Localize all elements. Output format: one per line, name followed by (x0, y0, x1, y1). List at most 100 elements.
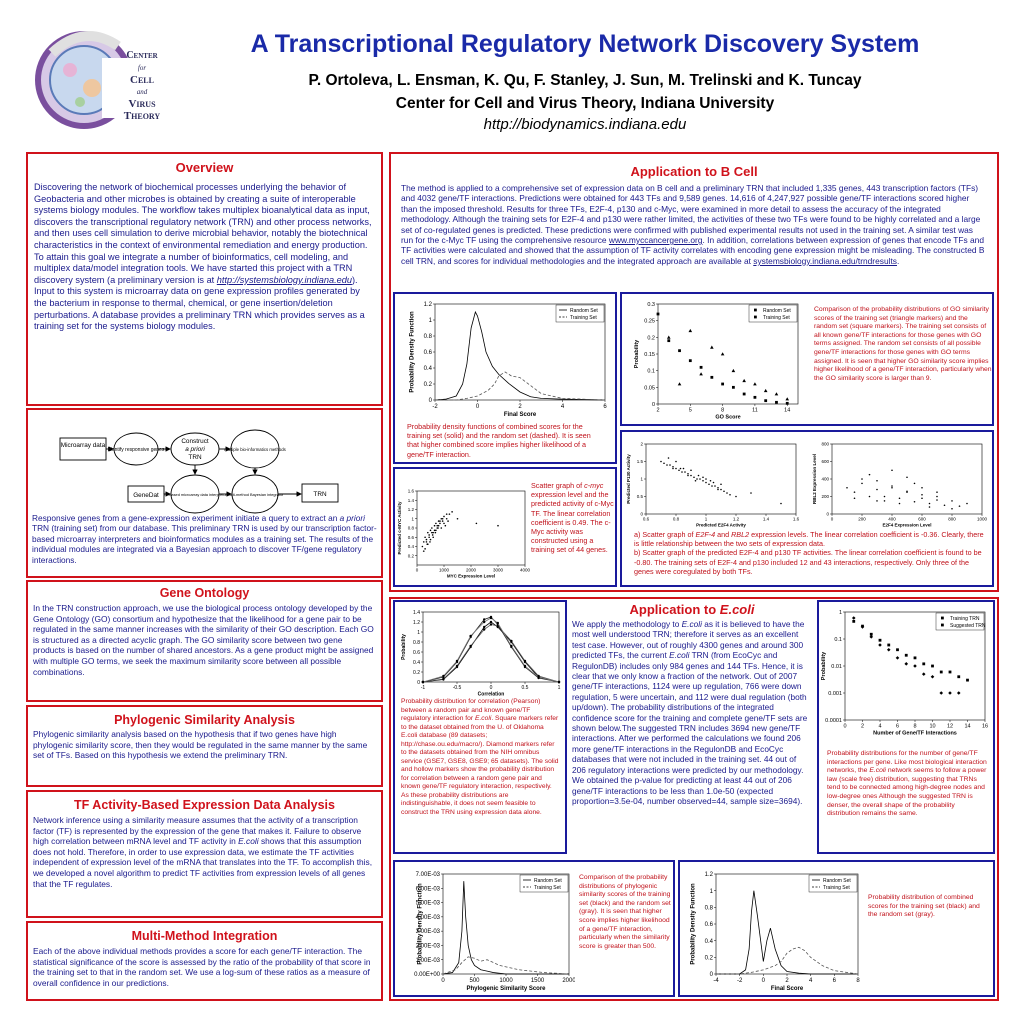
data-point (483, 620, 486, 624)
data-point (697, 474, 700, 477)
y-tick-label: 6.00E-03 (416, 886, 441, 892)
data-point (682, 467, 685, 470)
legend-label: Random Set (763, 308, 791, 314)
data-point (496, 621, 499, 625)
y-tick-label: 0.5 (637, 494, 644, 499)
data-point (679, 467, 682, 470)
x-tick-label: 800 (948, 517, 956, 522)
data-point (861, 624, 864, 628)
data-point (437, 524, 440, 527)
data-point (936, 495, 938, 498)
overview-body: Discovering the network of biochemical p… (34, 182, 375, 333)
data-point (672, 467, 674, 470)
data-point (675, 460, 677, 463)
data-point (421, 680, 425, 684)
data-point (921, 672, 926, 676)
x-tick-label: 12 (947, 724, 953, 730)
y-axis-label: Probability (634, 339, 640, 368)
y-tick-label: 0.8 (705, 905, 714, 911)
gene-ontology-panel: Gene Ontology In the TRN construction ap… (26, 580, 383, 702)
series-line (442, 881, 569, 975)
x-tick-label: 16 (982, 724, 988, 730)
tf-activity-em: E.coli (238, 836, 259, 847)
x-tick-label: 0.8 (673, 517, 680, 522)
data-point (868, 473, 871, 476)
project-url[interactable]: http://biodynamics.indiana.edu (483, 116, 687, 133)
x-axis-label: MYC Expression Level (447, 573, 495, 578)
workflow-caption: Responsive genes from a gene-expression … (32, 513, 378, 573)
e2f-a-5: expression levels. The linear correlatio… (634, 530, 984, 549)
gene-ontology-heading: Gene Ontology (159, 586, 250, 600)
data-point (523, 659, 527, 663)
data-point (869, 635, 874, 639)
node-tfbased-label: TF-based microarray data interpretor (163, 492, 227, 497)
affiliation: Center for Cell and Virus Theory, Indian… (395, 95, 775, 112)
y-axis-label: Predicted c-MYC Activity (397, 501, 402, 555)
data-point (557, 680, 561, 684)
gene-ontology-body: In the TRN construction approach, we use… (33, 603, 374, 677)
data-point (951, 507, 953, 510)
tf-activity-body: Network inference using a similarity mea… (33, 815, 376, 889)
y-tick-label: 0.0001 (825, 718, 842, 724)
x-tick-label: 4000 (520, 568, 531, 573)
legend-label: Random Set (534, 878, 562, 884)
data-point (489, 620, 493, 624)
ecoli-corr-caption-em: E.coli (474, 715, 492, 722)
data-point (774, 392, 779, 396)
y-axis-label: Probability (821, 651, 827, 680)
y-tick-label: 1.5 (637, 459, 644, 464)
phylogenic-body: Phylogenic similarity analysis based on … (33, 729, 368, 761)
y-tick-label: 0.2 (413, 670, 420, 676)
data-point (726, 492, 728, 494)
data-point (958, 505, 961, 507)
x-tick-label: 0 (843, 724, 846, 730)
y-tick-label: 0.001 (828, 691, 842, 697)
legend-label: Training Set (823, 885, 850, 891)
logo-line6: Theory (123, 110, 161, 122)
y-tick-label: 0.25 (644, 319, 655, 325)
y-tick-label: 7.00E-03 (416, 872, 441, 878)
bcell-link-results[interactable]: systemsbiology.indiana.edu/trndresults (753, 255, 897, 266)
y-tick-label: 0.4 (413, 660, 420, 666)
data-point (663, 462, 665, 465)
x-tick-label: 3000 (493, 568, 504, 573)
e2f-a-4: RBL2 (731, 530, 750, 539)
workflow-caption-em: a priori (339, 513, 365, 523)
x-tick-label: 200 (858, 517, 866, 522)
data-point (876, 479, 878, 482)
data-point (425, 538, 428, 541)
data-point (936, 499, 938, 501)
data-point (785, 397, 790, 401)
data-point (667, 339, 671, 343)
data-point (913, 656, 917, 660)
plot-frame (645, 443, 797, 515)
data-point (432, 531, 434, 534)
bcell-myc-caption: Scatter graph of c-myc expression level … (531, 481, 615, 555)
data-point (851, 616, 856, 620)
bcell-link-myc[interactable]: www.myccancergene.org (608, 235, 703, 246)
data-point (931, 664, 934, 668)
x-tick-label: 0 (762, 978, 766, 984)
ecoli-final-caption: Probability distribution of combined sco… (868, 894, 980, 919)
center-logo: Center for Cell and Virus Theory (22, 18, 172, 136)
x-axis-label: E2F4 Expression Level (882, 522, 931, 527)
y-tick-label: 0 (826, 512, 829, 517)
legend-swatch (941, 616, 944, 620)
overview-link[interactable]: http://systemsbiology.indiana.edu (216, 274, 352, 285)
poster-title: A Transcriptional Regulatory Network Dis… (250, 30, 920, 58)
logo-line1: Center (126, 50, 158, 61)
data-point (712, 481, 715, 484)
legend-swatch (941, 623, 944, 627)
legend-box (808, 874, 858, 893)
y-tick-label: 0.1 (647, 369, 655, 375)
legend-box (519, 874, 569, 893)
ecoli-corr-caption: Probability distribution for correlation… (401, 698, 561, 817)
data-point (714, 485, 716, 487)
data-point (455, 664, 459, 668)
data-point (948, 670, 952, 674)
node-microarray-label: Microarray data (61, 442, 106, 449)
x-tick-label: -2 (432, 404, 438, 410)
